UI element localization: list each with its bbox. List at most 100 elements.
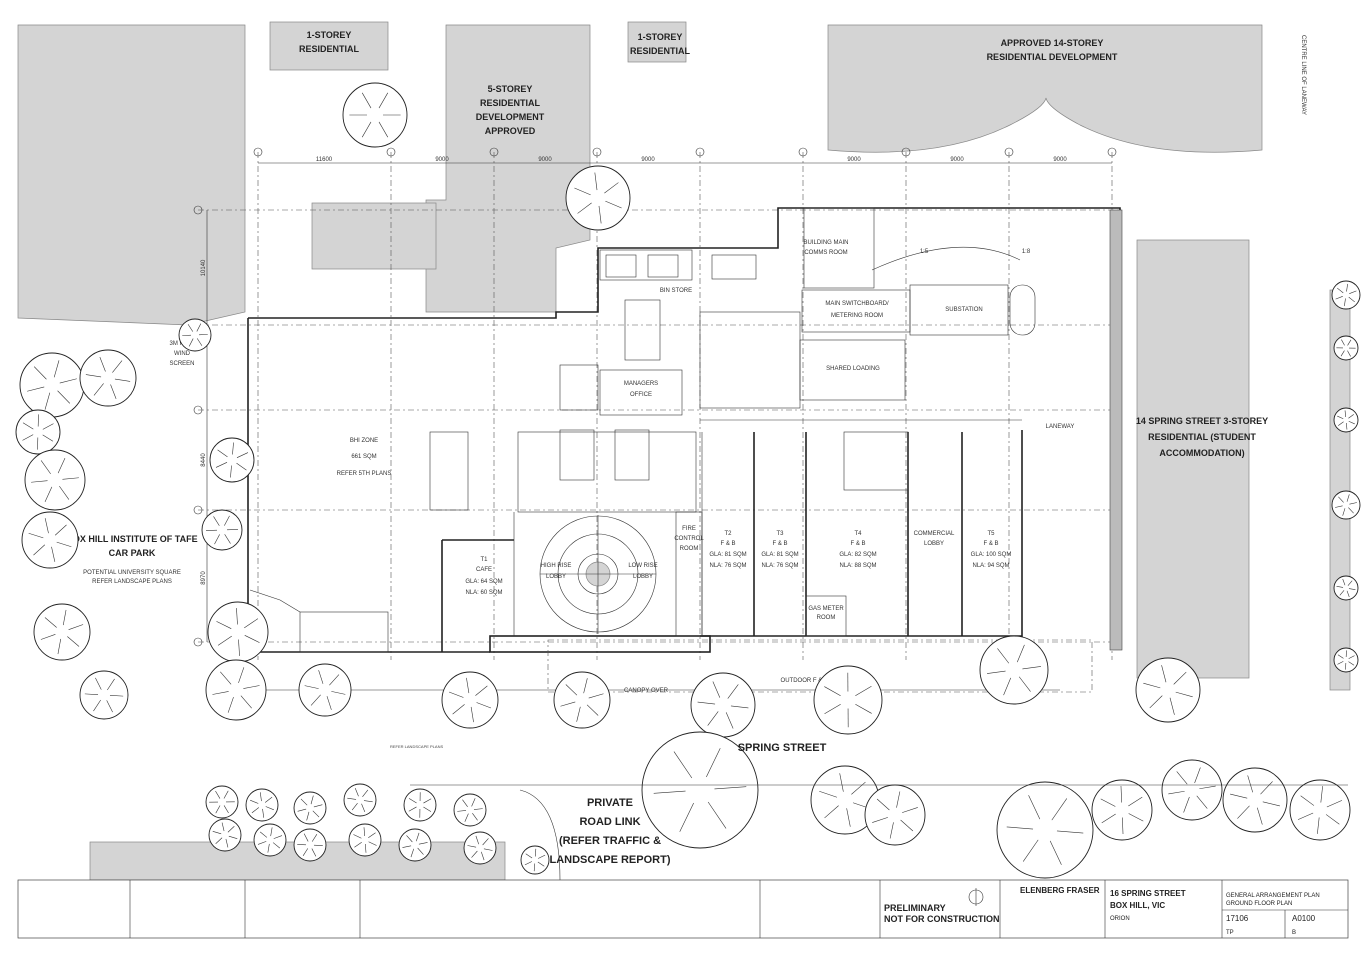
svg-text:NLA: 94 SQM: NLA: 94 SQM [972,563,1009,569]
context-buildings [17,21,1351,881]
svg-text:REFER LANDSCAPE PLANS: REFER LANDSCAPE PLANS [92,579,172,585]
tree [979,635,1049,705]
svg-text:10140: 10140 [201,259,207,276]
svg-text:NLA: 88 SQM: NLA: 88 SQM [839,563,876,569]
tree [348,823,382,857]
svg-text:GROUND FLOOR PLAN: GROUND FLOOR PLAN [1226,901,1292,907]
svg-text:SCREEN: SCREEN [169,361,194,367]
bhi-zone-label: BHI ZONE [350,438,378,444]
svg-text:11600: 11600 [316,157,333,163]
tree [403,788,437,822]
svg-text:RESIDENTIAL: RESIDENTIAL [299,44,360,54]
university-square-label: POTENTIAL UNIVERSITY SQUARE [83,570,181,576]
tree [293,791,327,825]
status-preliminary: PRELIMINARY [884,903,946,913]
tree [1331,280,1361,310]
project-name: 16 SPRING STREET [1110,889,1186,898]
svg-text:APPROVED: APPROVED [485,126,536,136]
svg-text:GLA: 64 SQM: GLA: 64 SQM [465,579,502,585]
svg-text:DEVELOPMENT: DEVELOPMENT [476,112,545,122]
svg-text:9000: 9000 [435,157,449,163]
svg-text:F & B: F & B [720,541,735,547]
svg-text:LANDSCAPE REPORT): LANDSCAPE REPORT) [549,854,670,866]
svg-text:COMMS ROOM: COMMS ROOM [804,250,847,256]
tree [79,670,129,720]
street-labels: SPRING STREET PRIVATE ROAD LINK (REFER T… [410,742,1348,881]
tree [208,818,242,852]
svg-text:9000: 9000 [538,157,552,163]
svg-text:NLA: 76 SQM: NLA: 76 SQM [709,563,746,569]
landscape-trees [15,82,1361,879]
ratio-label-1: 1:5 [920,249,929,255]
cafe-label: T1 [480,557,488,563]
svg-text:1-STOREY: 1-STOREY [638,32,683,42]
spring-street-label: SPRING STREET [738,742,827,754]
tree [1331,490,1361,520]
tree [178,318,212,352]
tree [245,788,279,822]
svg-text:661 SQM: 661 SQM [351,454,376,460]
svg-text:9000: 9000 [1053,157,1067,163]
tree [24,449,86,511]
svg-text:F & B: F & B [772,541,787,547]
svg-text:ROOM: ROOM [817,615,836,621]
tree [33,603,91,661]
fourteen-storey-label: APPROVED 14-STOREY [1001,38,1104,48]
svg-text:LOBBY: LOBBY [546,574,566,580]
svg-text:ACCOMMODATION): ACCOMMODATION) [1159,448,1244,458]
tree [207,601,269,663]
t5-label: T5 [987,531,995,537]
commercial-lobby-label: COMMERCIAL [914,531,955,537]
svg-text:RESIDENTIAL: RESIDENTIAL [630,46,691,56]
svg-text:8970: 8970 [201,571,207,585]
svg-text:GLA: 81 SQM: GLA: 81 SQM [709,552,746,558]
tree [553,671,611,729]
tree [813,665,883,735]
bin-store-label: BIN STORE [660,288,692,294]
tree [79,349,137,407]
tree [520,845,550,875]
tree [441,671,499,729]
tree [1333,647,1359,673]
svg-text:8440: 8440 [201,453,207,467]
high-rise-lobby-label: HIGH RISE [541,563,572,569]
tree [1135,657,1201,723]
svg-text:9000: 9000 [847,157,861,163]
tree [293,828,327,862]
gas-meter-label: GAS METER [808,606,844,612]
fire-control-label: FIRE [682,526,696,532]
svg-text:NLA: 60 SQM: NLA: 60 SQM [465,590,502,596]
stage: TP [1226,930,1234,936]
tree [342,82,408,148]
comms-room-label: BUILDING MAIN [803,240,848,246]
tree [298,663,352,717]
substation-label: SUBSTATION [945,307,982,313]
tree [201,509,243,551]
svg-text:9000: 9000 [950,157,964,163]
status-not-for-construction: NOT FOR CONSTRUCTION [884,914,1000,924]
private-road-label: PRIVATE [587,797,633,809]
svg-text:(REFER TRAFFIC &: (REFER TRAFFIC & [559,835,661,847]
room-labels: BHI ZONE 661 SQM REFER 5TH PLANS T1 CAFE… [337,240,1075,749]
svg-text:REFER 5TH PLANS: REFER 5TH PLANS [337,471,392,477]
tree [1222,767,1288,833]
svg-text:RESIDENTIAL: RESIDENTIAL [480,98,541,108]
svg-text:ROAD LINK: ROAD LINK [579,816,640,828]
tree [398,828,432,862]
outdoor-seating-label: OUTDOOR F & B SEATING [781,678,856,684]
t3-label: T3 [776,531,784,537]
svg-text:WIND: WIND [174,351,191,357]
firm-name: ELENBERG FRASER [1020,886,1100,895]
structural-grid: 11600 9000 9000 9000 9000 9000 9000 1014… [193,147,1120,660]
tree [565,165,631,231]
t4-label: T4 [854,531,862,537]
tree [1333,335,1359,361]
client-name: ORION [1110,916,1130,922]
svg-text:ROOM: ROOM [680,546,699,552]
tree [1161,759,1223,821]
svg-text:CAR PARK: CAR PARK [109,548,156,558]
managers-office-label: MANAGERS [624,381,658,387]
low-rise-lobby-label: LOW RISE [628,563,657,569]
refer-landscape-label: REFER LANDSCAPE PLANS [390,744,443,749]
tree [1091,779,1153,841]
